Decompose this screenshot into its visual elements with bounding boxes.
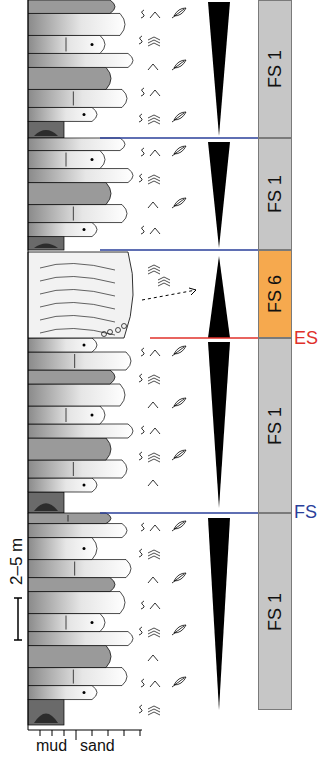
log-beds [28, 0, 133, 725]
facies-band: FS 1 [258, 138, 292, 250]
facies-band: FS 1 [258, 338, 292, 513]
surface-label: ES [294, 329, 318, 347]
scale-bar [14, 598, 22, 640]
facies-label: FS 1 [266, 592, 284, 630]
facies-symbols [139, 8, 186, 715]
axis-label: sand [80, 738, 115, 754]
axis-label: mud [36, 738, 67, 754]
surface-lines [100, 138, 292, 513]
trend-wedges [208, 2, 230, 710]
facies-label: FS 1 [266, 50, 284, 88]
facies-band: FS 1 [258, 0, 292, 138]
facies-label: FS 1 [266, 175, 284, 213]
facies-band: FS 1 [258, 513, 292, 710]
facies-band: FS 6 [258, 250, 292, 338]
grain-size-axis [28, 0, 142, 740]
paleocurrent-arrow [142, 288, 196, 300]
surface-label: FS [294, 503, 317, 521]
facies-label: FS 1 [266, 406, 284, 444]
scale-label: 2–5 m [8, 538, 25, 585]
facies-label: FS 6 [266, 275, 284, 313]
